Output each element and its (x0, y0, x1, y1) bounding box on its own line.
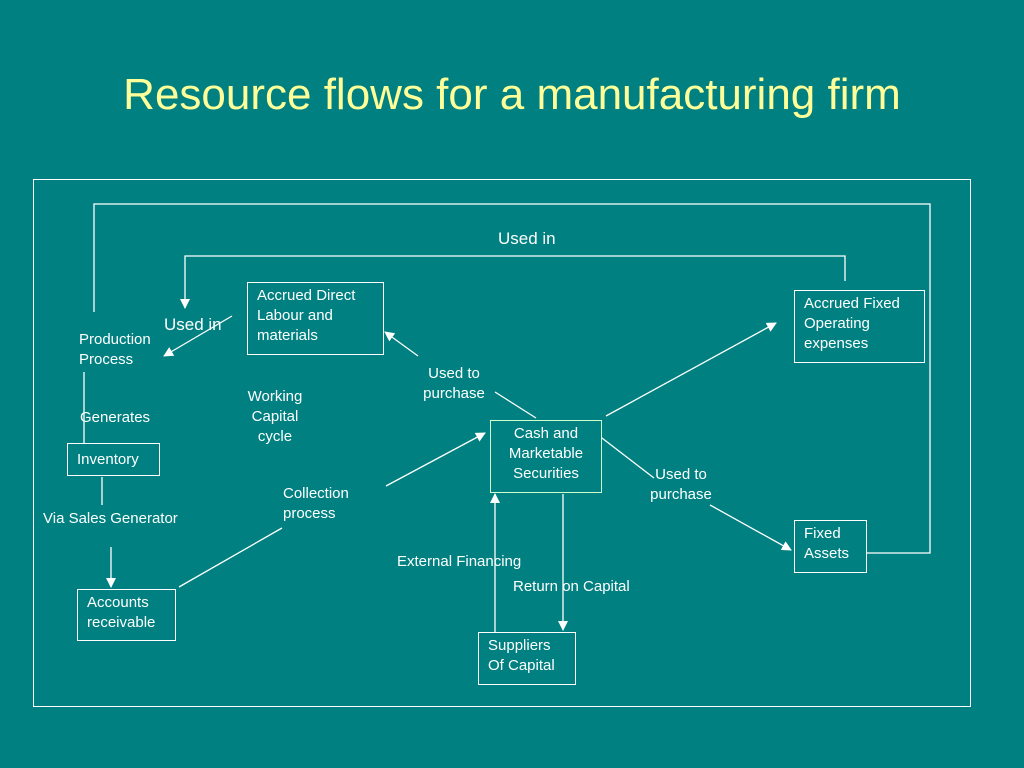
used-in-top-label: Used in (498, 229, 556, 248)
diagram-frame (33, 179, 971, 707)
used-in-left-label: Used in (164, 315, 222, 334)
receivable-to-collection-connector (178, 527, 283, 588)
cash-to-purchase1-connector (494, 391, 537, 419)
external-financing-label: External Financing (397, 553, 522, 570)
working-capital-label: Working Capital cycle (247, 388, 303, 445)
outer-loop-connector (93, 203, 931, 554)
cash-to-purchase2-connector (597, 434, 655, 479)
via-sales-label: Via Sales Generator (43, 510, 178, 527)
accrued-labour-box: Accrued Direct Labour and materials (247, 282, 384, 355)
inventory-box: Inventory (67, 443, 160, 476)
collection-process-label: Collection process (283, 485, 349, 522)
production-process-label: Production Process (79, 331, 151, 368)
collection-to-cash-arrow (385, 432, 486, 487)
purchase1-to-labour-arrow (384, 331, 419, 357)
used-to-purchase-label-2: Used to purchase (650, 466, 712, 503)
page-title: Resource flows for a manufacturing firm (123, 70, 901, 119)
accrued-fixed-box: Accrued Fixed Operating expenses (794, 290, 925, 363)
used-in-left-arrow (163, 315, 233, 357)
used-to-purchase-label-1: Used to purchase (423, 365, 485, 402)
fixed-assets-box: Fixed Assets (794, 520, 867, 573)
cash-box: Cash and Marketable Securities (490, 420, 602, 493)
return-on-capital-label: Return on Capital (513, 578, 630, 595)
cash-to-accrued-fixed-arrow (605, 322, 777, 417)
suppliers-box: Suppliers Of Capital (478, 632, 576, 685)
used-in-top-connector (180, 255, 846, 309)
purchase2-to-fixed-arrow (709, 504, 792, 551)
accounts-receivable-box: Accounts receivable (77, 589, 176, 641)
generates-label: Generates (80, 409, 151, 426)
